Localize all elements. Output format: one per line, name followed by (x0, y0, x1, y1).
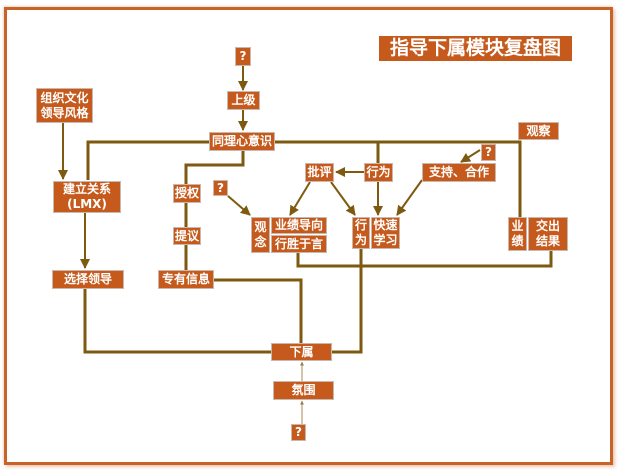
link-choose-subordinate (83, 289, 271, 354)
node-support-coop: 支持、合作 (422, 163, 496, 182)
node-subordinate: 下属 (271, 343, 332, 361)
link-empathy-bus (86, 140, 522, 217)
node-build-relation: 建立关系 (LMX) (53, 181, 121, 213)
link-q-concept (227, 195, 251, 216)
node-concept: 观 念 (251, 217, 270, 253)
node-performance-oriented: 业绩导向 (271, 217, 327, 234)
node-action-over-words: 行胜于言 (271, 235, 327, 253)
question-node-top: ? (235, 47, 251, 66)
question-node-bottom: ? (291, 424, 306, 441)
node-observe: 观察 (518, 122, 559, 140)
link-q-support (460, 149, 481, 163)
node-choose-leader: 选择领导 (52, 270, 124, 289)
node-authorize: 授权 (173, 184, 201, 203)
node-atmosphere: 氛围 (273, 381, 334, 400)
node-performance: 业 绩 (508, 217, 527, 251)
link-info-subordinate (214, 278, 303, 343)
node-superior: 上级 (227, 91, 260, 110)
node-behavior-vert: 行 为 (352, 217, 370, 249)
node-exclusive-info: 专有信息 (158, 270, 214, 289)
node-empathy: 同理心意识 (209, 132, 275, 151)
question-node-concept: ? (213, 180, 228, 196)
link-behaviorvert-subordinate (332, 249, 363, 354)
link-results-action (296, 251, 553, 268)
node-org-culture: 组织文化 领导风格 (36, 88, 93, 123)
node-behavior-top: 行为 (364, 163, 393, 182)
diagram-title: 指导下属模块复盘图 (379, 36, 572, 61)
link-empathy-authorize (184, 151, 245, 184)
link-support-learning (396, 179, 423, 216)
question-node-support: ? (481, 144, 496, 161)
node-fast-learning: 快速 学习 (371, 217, 400, 249)
link-criticism-behaviorvert (330, 181, 356, 216)
node-suggest: 提议 (173, 227, 201, 245)
link-criticism-concept (289, 181, 311, 216)
node-deliver-results: 交出 结果 (528, 217, 568, 251)
node-criticism: 批评 (305, 163, 334, 182)
